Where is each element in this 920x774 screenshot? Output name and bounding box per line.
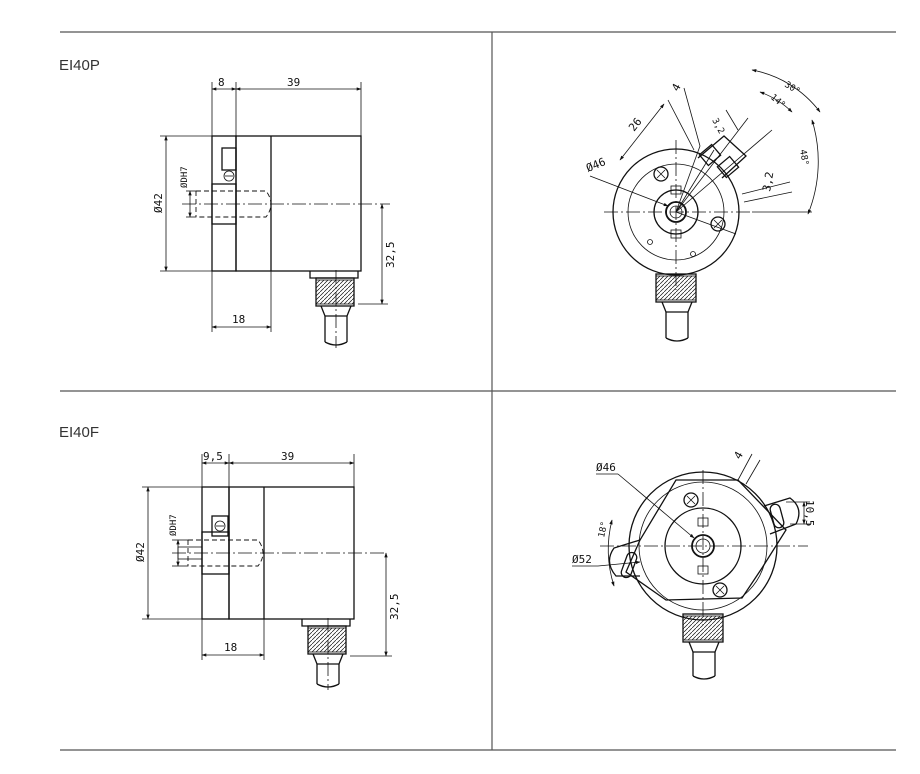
ei40f-dim-cable-offset: 32,5 — [388, 594, 401, 621]
ei40p-dim-cable-offset: 32,5 — [384, 242, 397, 269]
ei40p-dim-slot-width: 3,2 — [760, 171, 776, 193]
ei40p-dim-body-dia: Ø42 — [152, 193, 165, 213]
ei40f-side-view: 9,5 39 Ø42 ØDH7 32,5 18 — [134, 450, 401, 690]
ei40f-dim-shaft-depth: 18 — [224, 641, 237, 654]
ei40f-dim-flange: 9,5 — [203, 450, 223, 463]
ei40p-dim-flange: 8 — [218, 76, 225, 89]
ei40f-angle-18: 18° — [597, 521, 610, 539]
model-label-ei40f: EI40F — [59, 424, 99, 441]
ei40f-front-view: 4 10,5 18° Ø46 Ø52 — [572, 449, 816, 680]
ei40p-dim-body-length: 39 — [287, 76, 300, 89]
ei40p-dim-tab-width: 4 — [669, 81, 684, 93]
ei40f-dim-outer-dia: Ø52 — [572, 553, 592, 566]
table-grid — [60, 31, 896, 751]
ei40p-angle-48: 48° — [797, 149, 810, 167]
model-label-ei40p: EI40P — [59, 57, 100, 74]
ei40p-dim-shaft-depth: 18 — [232, 313, 245, 326]
ei40f-dim-slot-width: 10,5 — [803, 500, 816, 527]
ei40p-front-view: 4 26 3,2 3,2 30° 14° 48° Ø46 — [584, 69, 821, 342]
ei40f-dim-slot-offset: 4 — [731, 449, 746, 462]
ei40p-side-view: 8 39 Ø42 ØDH7 32,5 18 — [152, 76, 397, 348]
ei40p-angle-30: 30° — [782, 80, 801, 97]
ei40f-dim-shaft-dia: ØDH7 — [168, 514, 179, 536]
ei40p-dim-shaft-dia: ØDH7 — [179, 166, 190, 188]
ei40f-dim-body-dia: Ø42 — [134, 542, 147, 562]
ei40p-dim-radius-26: 26 — [626, 115, 644, 133]
ei40p-angle-14: 14° — [768, 93, 787, 111]
ei40p-dim-bolt-circle: Ø46 — [584, 155, 607, 174]
ei40f-dim-bolt-circle: Ø46 — [596, 461, 616, 474]
ei40f-dim-body-length: 39 — [281, 450, 294, 463]
ei40p-dim-hole-pitch: 3,2 — [709, 117, 725, 136]
